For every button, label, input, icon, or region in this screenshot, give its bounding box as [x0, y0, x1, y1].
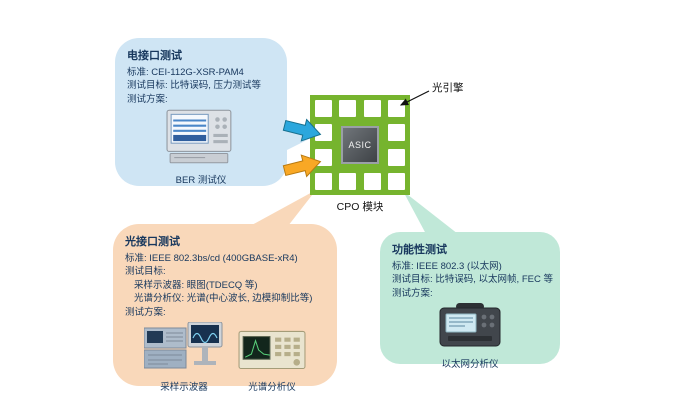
cpo-module: ASIC [310, 95, 410, 195]
electrical-standard: 标准: CEI-112G-XSR-PAM4 [127, 67, 244, 78]
electrical-target: 测试目标: 比特误码, 压力测试等 [127, 80, 262, 92]
functional-solution: 测试方案: [392, 287, 433, 299]
optical-standard: 标准: IEEE 802.3bs/cd (400GBASE-xR4) [125, 253, 298, 264]
optical-engine-pad [315, 149, 332, 166]
ethernet-analyzer-icon [437, 303, 503, 354]
optical-engine-pad [339, 173, 356, 190]
optical-engine-pad [315, 100, 332, 117]
ber-tester-caption: BER 测试仪 [175, 175, 227, 187]
optical-target: 测试目标: [125, 266, 166, 278]
sampling-oscilloscope-caption: 采样示波器 [160, 382, 208, 394]
functional-test-bubble: 功能性测试 标准: IEEE 802.3 (以太网) 测试目标: 比特误码, 以… [380, 232, 560, 370]
optical-engine-pad [315, 124, 332, 141]
optical-engine-pad [388, 100, 405, 117]
optical-engine-pad [364, 173, 381, 190]
optical-test-bubble: 光接口测试 标准: IEEE 802.3bs/cd (400GBASE-xR4)… [113, 224, 337, 393]
electrical-solution: 测试方案: [127, 93, 168, 105]
optical-engine-pad [364, 100, 381, 117]
optical-spectrum-analyzer-caption: 光谱分析仪 [248, 382, 296, 394]
optical-engine-pad [388, 149, 405, 166]
ethernet-analyzer-caption: 以太网分析仪 [441, 359, 499, 371]
electrical-bubble-tail [285, 127, 313, 151]
optical-engine-pad [339, 100, 356, 117]
optical-test-title: 光接口测试 [125, 236, 180, 248]
functional-test-title: 功能性测试 [392, 244, 447, 256]
optical-engine-label: 光引擎 [432, 82, 464, 94]
electrical-test-bubble: 电接口测试 标准: CEI-112G-XSR-PAM4 测试目标: 比特误码, … [115, 38, 287, 186]
functional-standard: 标准: IEEE 802.3 (以太网) [392, 261, 502, 272]
electrical-test-title: 电接口测试 [127, 50, 182, 62]
optical-target-line1: 采样示波器: 眼图(TDECQ 等) [134, 279, 258, 291]
optical-engine-pad [315, 173, 332, 190]
sampling-oscilloscope-icon [143, 321, 224, 377]
optical-spectrum-analyzer-icon [238, 330, 306, 377]
optical-engine-pad [388, 124, 405, 141]
asic-chip: ASIC [341, 126, 379, 164]
functional-target: 测试目标: 比特误码, 以太网帧, FEC 等 [392, 274, 553, 286]
functional-bubble-tail [403, 191, 458, 234]
optical-solution: 测试方案: [125, 306, 166, 318]
optical-engine-pad [388, 173, 405, 190]
optical-target-line2: 光谱分析仪: 光谱(中心波长, 边模抑制比等) [134, 293, 313, 305]
ber-tester-icon [166, 109, 236, 170]
optical-bubble-tail [250, 190, 316, 226]
cpo-module-label: CPO 模块 [336, 201, 384, 213]
